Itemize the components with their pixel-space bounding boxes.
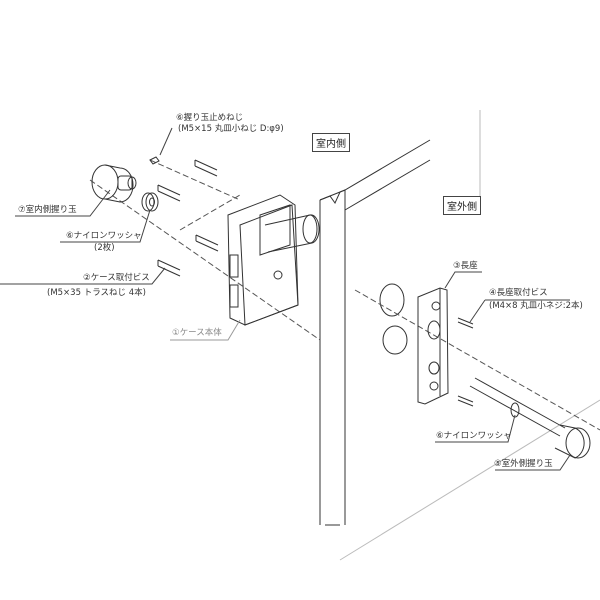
- nylon-washer-indoor: [141, 192, 159, 212]
- assembly-axis-lines: [89, 159, 600, 431]
- plate-screw-label: ④長座取付ビス: [489, 288, 548, 298]
- plate-screw-upper: [457, 317, 474, 329]
- knob-set-screw-label: ⑥握り玉止めねじ: [176, 113, 244, 123]
- door: [319, 110, 600, 561]
- knob-set-screw: [149, 156, 160, 165]
- case-screw-spec: (M5×35 トラスねじ 4本): [47, 288, 146, 298]
- door-hole-upper: [379, 283, 405, 317]
- plate-screw-lower: [457, 395, 474, 407]
- plate-screw-spec: (M4×8 丸皿小ネジ:2本): [489, 301, 583, 311]
- leader-lines: [0, 127, 571, 471]
- door-hole-lower: [382, 325, 408, 355]
- knob-set-screw-spec: (M5×15 丸皿小ねじ D:φ9): [178, 124, 284, 134]
- case-screw-label: ②ケース取付ビス: [83, 273, 150, 283]
- nylon-washer-indoor-label: ⑥ナイロンワッシャ: [66, 231, 142, 241]
- indoor-knob-label: ⑦室内側握り玉: [18, 205, 77, 215]
- case-body-label: ①ケース本体: [172, 328, 222, 338]
- indoor-side-label: 室内側: [312, 133, 350, 152]
- long-plate: [417, 287, 449, 405]
- long-plate-label: ③長座: [453, 261, 478, 271]
- nylon-washer-indoor-spec: (2枚): [94, 243, 115, 253]
- outdoor-knob-label: ⑤室外側握り玉: [494, 459, 553, 469]
- case-body: [227, 194, 320, 326]
- case-screws: [157, 159, 219, 277]
- nylon-washer-outdoor-label: ⑥ナイロンワッシャ: [436, 431, 512, 441]
- indoor-knob: [91, 164, 137, 203]
- outdoor-knob: [469, 377, 591, 459]
- outdoor-side-label: 室外側: [443, 196, 481, 215]
